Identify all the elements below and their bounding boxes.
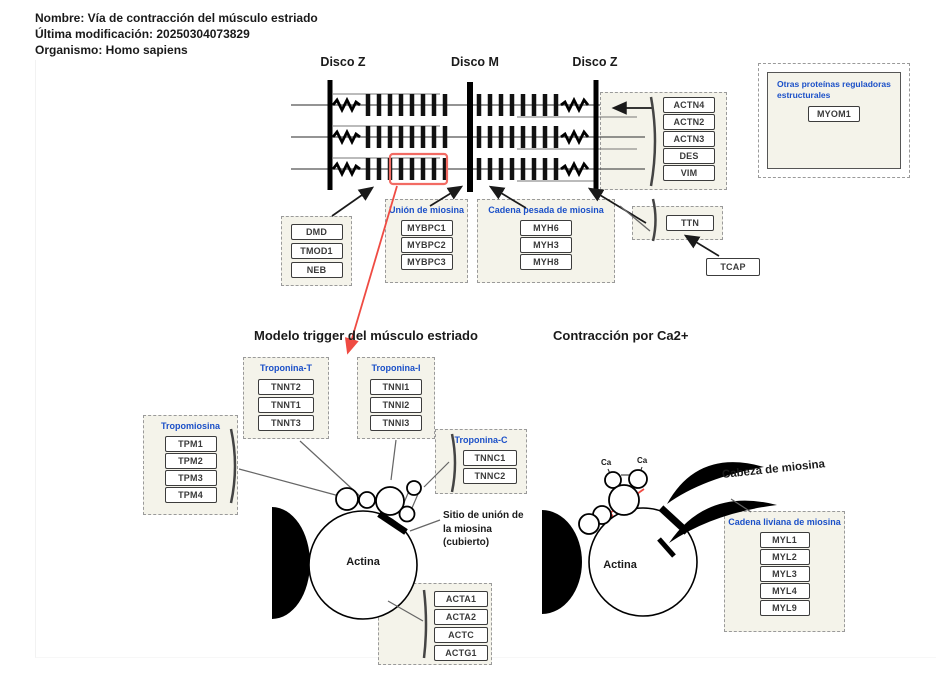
group-title: Otras proteínas reguladoras estructurale… bbox=[777, 79, 891, 100]
group-cadena-liviana: Cadena liviana de miosina MYL1 MYL2 MYL3… bbox=[724, 511, 845, 632]
gene-node[interactable]: TNNT1 bbox=[258, 397, 314, 413]
gene-node[interactable]: ACTA1 bbox=[434, 591, 488, 607]
gene-node[interactable]: TPM4 bbox=[164, 487, 217, 503]
group-union-miosina: Unión de miosina MYBPC1 MYBPC2 MYBPC3 bbox=[385, 199, 468, 283]
gene-node[interactable]: MYH6 bbox=[520, 220, 572, 236]
gene-node[interactable]: TCAP bbox=[706, 258, 760, 276]
group-troponina-i: Troponina-I TNNI1 TNNI2 TNNI3 bbox=[357, 357, 435, 439]
group-dystrophin: DMD TMOD1 NEB bbox=[281, 216, 352, 286]
group-title: Troponina-T bbox=[260, 363, 312, 373]
gene-node[interactable]: MYBPC3 bbox=[400, 254, 453, 270]
gene-node[interactable]: MYL9 bbox=[759, 600, 810, 616]
gene-node[interactable]: VIM bbox=[663, 165, 715, 181]
gene-node[interactable]: NEB bbox=[290, 262, 343, 278]
gene-node[interactable]: ACTA2 bbox=[434, 609, 488, 625]
group-troponina-t: Troponina-T TNNT2 TNNT1 TNNT3 bbox=[243, 357, 329, 439]
gene-node[interactable]: MYL1 bbox=[759, 532, 810, 548]
gene-node[interactable]: MYL3 bbox=[759, 566, 810, 582]
gene-node[interactable]: DES bbox=[663, 148, 715, 164]
gene-node[interactable]: TPM2 bbox=[164, 453, 217, 469]
gene-node[interactable]: ACTN2 bbox=[663, 114, 715, 130]
group-otras-inner: Otras proteínas reguladoras estructurale… bbox=[767, 72, 901, 169]
group-title: Cadena pesada de miosina bbox=[488, 205, 604, 215]
group-titin: TTN bbox=[632, 206, 723, 240]
gene-node[interactable]: TPM1 bbox=[164, 436, 217, 452]
gene-node[interactable]: MYL4 bbox=[759, 583, 810, 599]
gene-node[interactable]: TNNI2 bbox=[370, 397, 422, 413]
gene-node[interactable]: DMD bbox=[290, 224, 343, 240]
gene-node[interactable]: TNNI1 bbox=[370, 379, 422, 395]
gene-node[interactable]: MYL2 bbox=[759, 549, 810, 565]
group-title: Troponina-C bbox=[454, 435, 508, 445]
gene-node[interactable]: MYBPC1 bbox=[400, 220, 453, 236]
gene-node[interactable]: MYH8 bbox=[520, 254, 572, 270]
group-title: Unión de miosina bbox=[388, 205, 464, 215]
gene-node[interactable]: TPM3 bbox=[164, 470, 217, 486]
gene-node[interactable]: ACTC bbox=[434, 627, 488, 643]
group-title: Tropomiosina bbox=[160, 421, 220, 431]
group-tropomiosina: Tropomiosina TPM1 TPM2 TPM3 TPM4 bbox=[143, 415, 238, 515]
gene-node[interactable]: TNNC2 bbox=[463, 468, 517, 484]
gene-node[interactable]: TNNC1 bbox=[463, 450, 517, 466]
gene-node[interactable]: TNNI3 bbox=[370, 415, 422, 431]
gene-node[interactable]: TMOD1 bbox=[290, 243, 343, 259]
group-title: Troponina-I bbox=[371, 363, 421, 373]
gene-node[interactable]: MYH3 bbox=[520, 237, 572, 253]
group-actinas: ACTA1 ACTA2 ACTC ACTG1 bbox=[378, 583, 492, 665]
group-actinins: ACTN4 ACTN2 ACTN3 DES VIM bbox=[600, 92, 727, 190]
gene-node[interactable]: TTN bbox=[666, 215, 714, 231]
gene-node[interactable]: TNNT3 bbox=[258, 415, 314, 431]
gene-node[interactable]: TNNT2 bbox=[258, 379, 314, 395]
gene-node[interactable]: ACTN4 bbox=[663, 97, 715, 113]
group-troponina-c: Troponina-C TNNC1 TNNC2 bbox=[435, 429, 527, 494]
gene-node[interactable]: MYOM1 bbox=[808, 106, 860, 122]
group-otras-proteinas: Otras proteínas reguladoras estructurale… bbox=[758, 63, 910, 178]
gene-node[interactable]: MYBPC2 bbox=[400, 237, 453, 253]
group-title: Cadena liviana de miosina bbox=[728, 517, 841, 527]
gene-node[interactable]: ACTG1 bbox=[434, 645, 488, 661]
group-cadena-pesada: Cadena pesada de miosina MYH6 MYH3 MYH8 bbox=[477, 199, 615, 283]
gene-node[interactable]: ACTN3 bbox=[663, 131, 715, 147]
